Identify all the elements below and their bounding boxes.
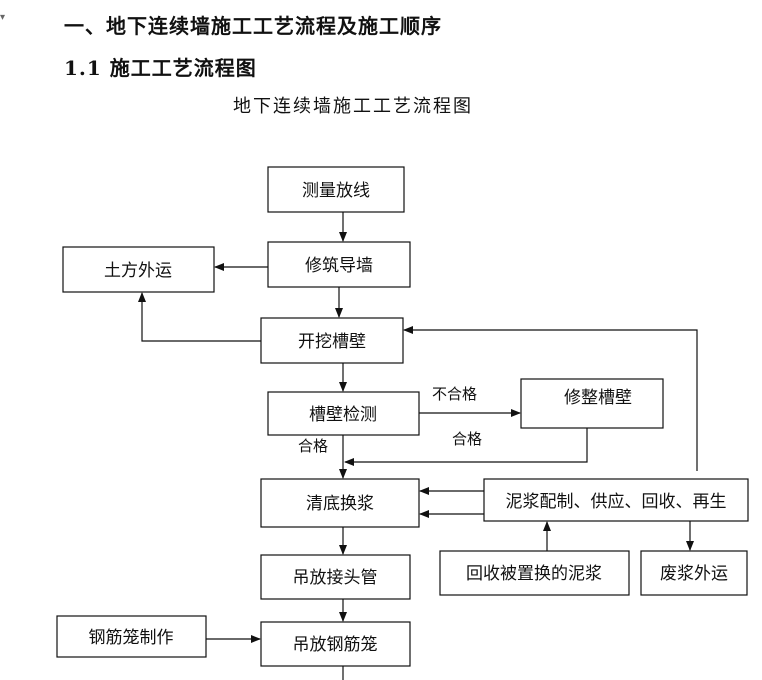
box-clean-label: 清底换浆	[306, 494, 374, 514]
box-inspect-label: 槽壁检测	[309, 405, 377, 425]
subsection-heading: 1.1 施工工艺流程图	[64, 56, 257, 80]
arrow-trim-to-clean	[344, 428, 588, 466]
arrow-feedback-to-excavate	[403, 326, 698, 471]
arrow-excavate-to-soil	[138, 292, 261, 342]
box-slurry-label: 泥浆配制、供应、回收、再生	[506, 492, 727, 512]
box-soil-out: 土方外运	[62, 246, 215, 293]
diagram-caption: 地下连续墙施工工艺流程图	[233, 96, 473, 117]
box-waste-label: 废浆外运	[660, 564, 728, 584]
box-slurry: 泥浆配制、供应、回收、再生	[483, 478, 749, 522]
label-fail: 不合格	[432, 385, 477, 403]
box-excavate: 开挖槽壁	[260, 317, 404, 364]
box-inspect: 槽壁检测	[267, 391, 420, 436]
box-joint-pipe-label: 吊放接头管	[293, 568, 378, 588]
box-excavate-label: 开挖槽壁	[298, 332, 366, 352]
label-pass-right: 合格	[452, 430, 482, 448]
box-trim-label: 修整槽壁	[564, 388, 632, 408]
box-recover: 回收被置换的泥浆	[439, 550, 630, 596]
box-clean: 清底换浆	[260, 478, 420, 528]
section-heading: 一、地下连续墙施工工艺流程及施工顺序	[64, 14, 442, 38]
box-survey: 测量放线	[267, 166, 405, 213]
box-guide-wall: 修筑导墙	[267, 241, 411, 288]
label-pass-left: 合格	[298, 437, 328, 455]
box-joint-pipe: 吊放接头管	[260, 554, 411, 600]
box-cage-hoist: 吊放钢筋笼	[260, 621, 411, 667]
corner-mark: ▾	[0, 12, 6, 23]
box-guide-wall-label: 修筑导墙	[305, 256, 373, 276]
box-waste: 废浆外运	[640, 550, 748, 596]
box-cage-make: 钢筋笼制作	[56, 615, 207, 658]
box-recover-label: 回收被置换的泥浆	[466, 564, 602, 584]
box-cage-hoist-label: 吊放钢筋笼	[293, 635, 378, 655]
box-soil-out-label: 土方外运	[104, 261, 172, 281]
box-trim: 修整槽壁	[520, 378, 664, 429]
box-survey-label: 测量放线	[302, 181, 370, 201]
box-cage-make-label: 钢筋笼制作	[89, 628, 174, 648]
